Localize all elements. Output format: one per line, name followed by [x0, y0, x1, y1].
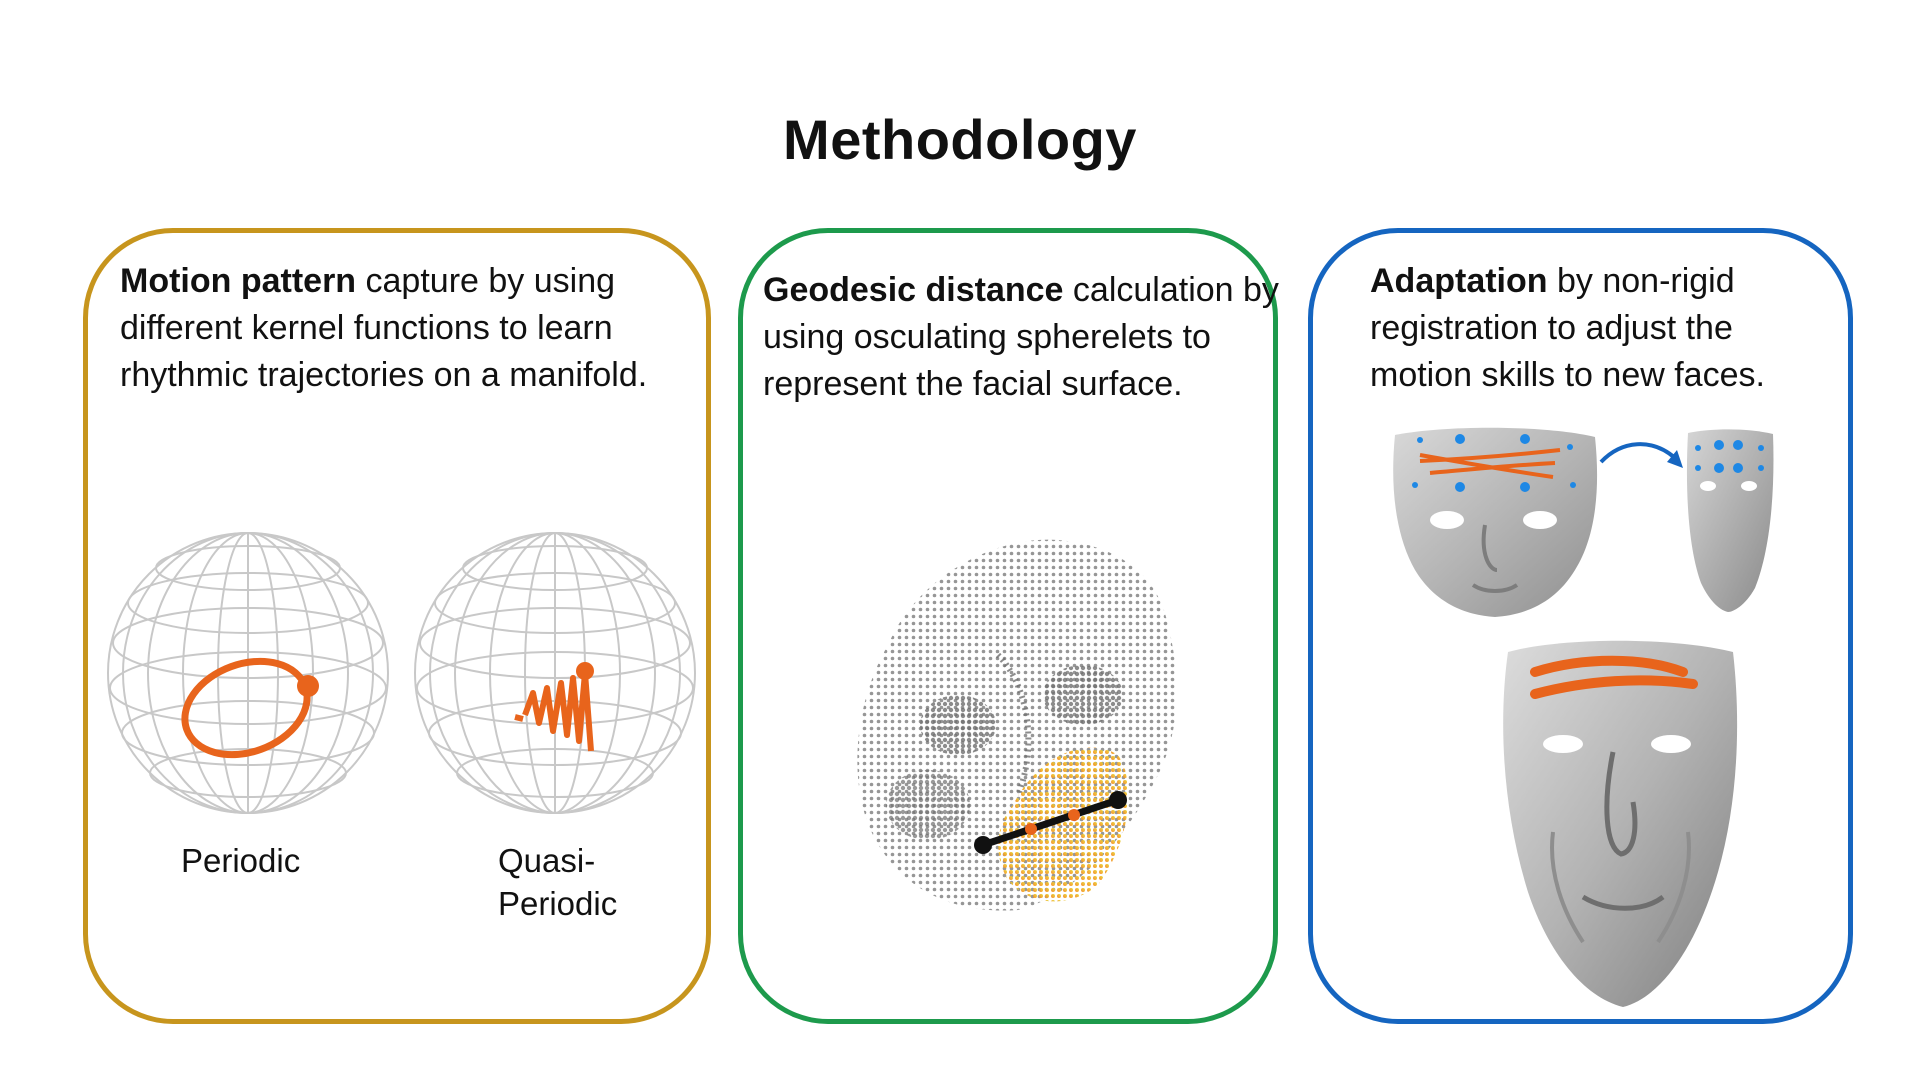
motion-pattern-description: Motion pattern capture by using differen…	[120, 258, 720, 399]
adaptation-heading: Adaptation	[1370, 262, 1548, 300]
geodesic-distance-heading: Geodesic distance	[763, 271, 1064, 309]
source-keypoints	[1412, 434, 1576, 492]
target-keypoints	[1695, 440, 1764, 473]
face-point-cloud-illustration	[857, 539, 1177, 911]
source-trajectory-strokes	[1419, 448, 1561, 479]
periodic-sphere-illustration	[107, 532, 389, 814]
adaptation-description: Adaptation by non-rigid registration to …	[1370, 258, 1840, 399]
motion-pattern-heading: Motion pattern	[120, 262, 357, 300]
motion-pattern-panel	[83, 228, 711, 1024]
mapping-arrow-icon	[1599, 442, 1683, 468]
quasi-periodic-trajectory	[514, 662, 594, 752]
adaptation-text: by non-rigid registration to adjust the …	[1370, 262, 1765, 394]
target-face-mask-large-illustration	[1503, 640, 1738, 1007]
source-face-mask-illustration	[1393, 427, 1598, 617]
geodesic-path	[974, 791, 1127, 854]
periodic-trajectory	[181, 657, 319, 759]
motion-pattern-text: capture by using different kernel functi…	[120, 262, 648, 394]
target-face-mask-small-illustration	[1686, 429, 1774, 612]
periodic-label: Periodic	[181, 842, 301, 879]
geodesic-distance-description: Geodesic distance calculation by using o…	[763, 267, 1283, 408]
adapted-trajectory-strokes	[1530, 655, 1698, 699]
quasi-periodic-label: Quasi-Periodic	[498, 842, 618, 922]
geodesic-distance-text: calculation by using osculating spherele…	[763, 271, 1279, 403]
page-title: Methodology	[783, 108, 1137, 171]
quasi-periodic-sphere-illustration	[414, 532, 696, 814]
